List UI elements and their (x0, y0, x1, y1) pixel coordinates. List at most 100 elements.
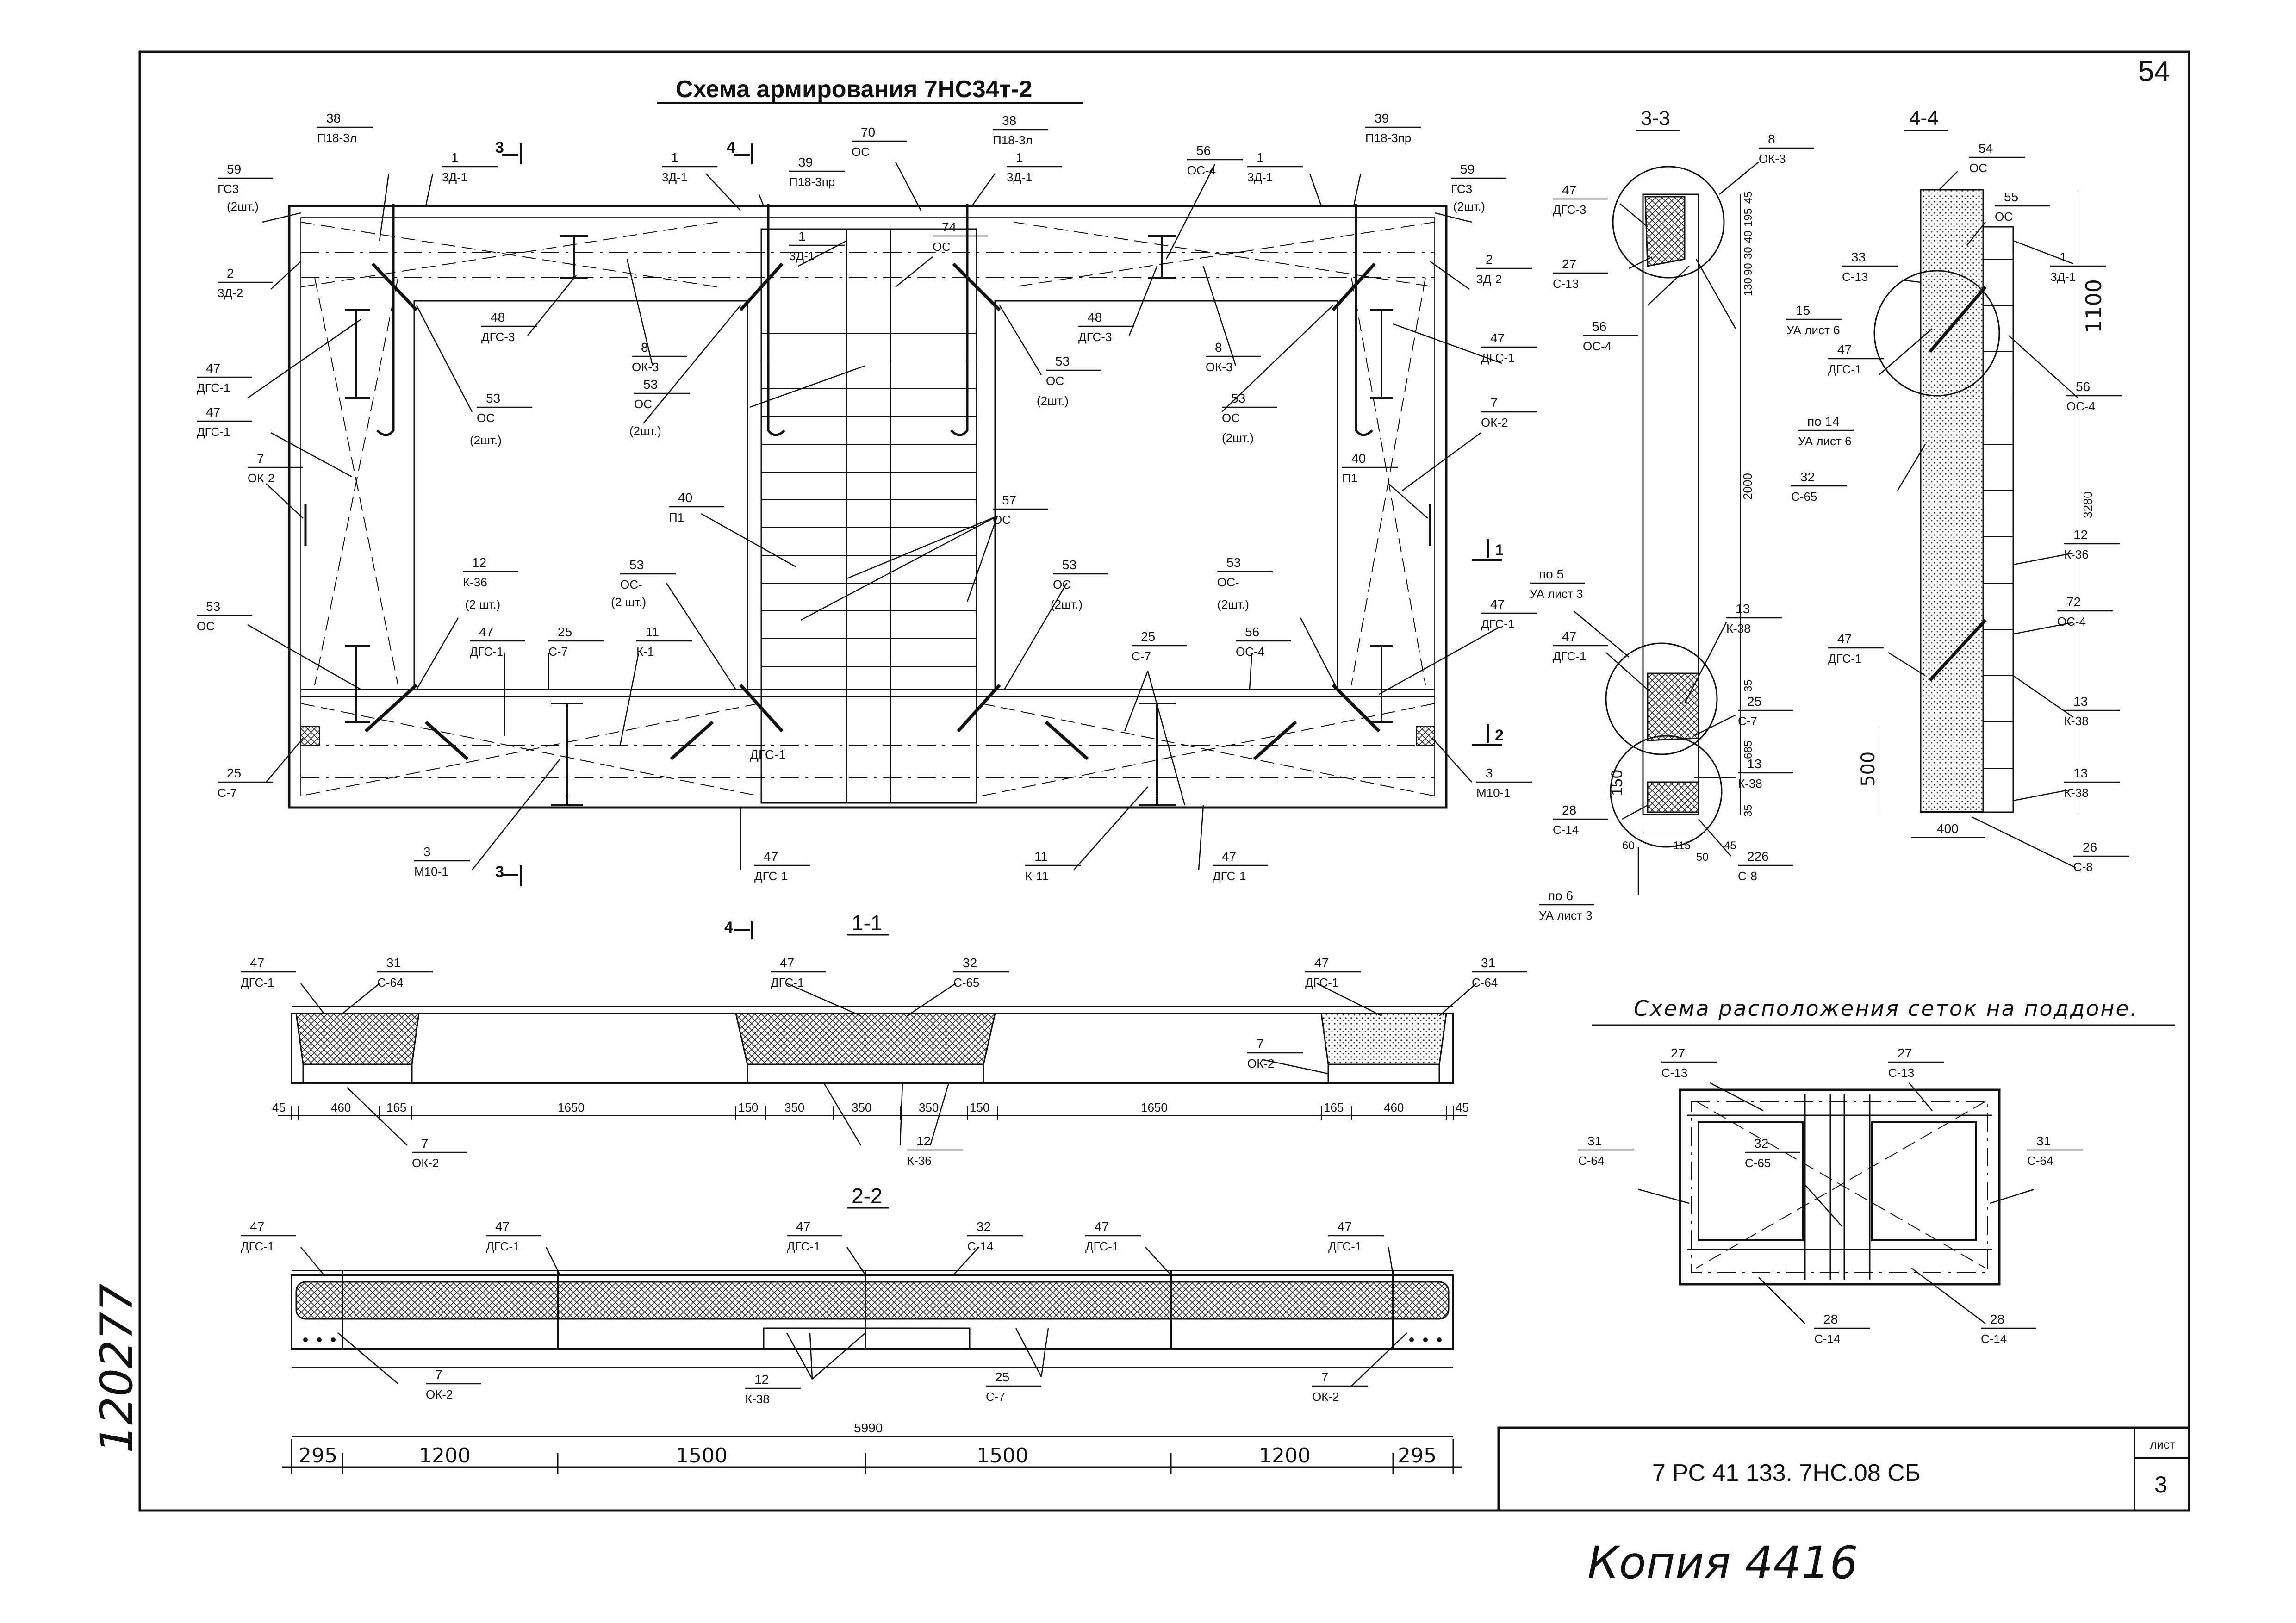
callout-code: П1 (669, 510, 684, 524)
dim-1-1: 165 (386, 1101, 406, 1114)
callout-code: 3Д-2 (1476, 272, 1502, 286)
callout-7: 7ОК-2 (1481, 396, 1537, 429)
callout-28: 28С-14 (1981, 1312, 2036, 1346)
dim-1-1: 460 (331, 1101, 351, 1114)
callout-2: 23Д-2 (218, 266, 273, 300)
callout-code: ДГС-1 (197, 425, 230, 439)
callout-number: по 14 (1807, 414, 1840, 429)
callout-code: ОС-4 (1187, 163, 1216, 177)
callout-number: 59 (227, 162, 241, 176)
section-mark-1-right: 1 (1495, 541, 1504, 559)
callout-code: С-14 (1814, 1332, 1840, 1346)
callout-code: К-38 (2064, 786, 2089, 800)
callout-code: С-64 (377, 976, 403, 989)
callout-number: 7 (257, 451, 264, 466)
section-mark-3-bottom: 3 (495, 863, 504, 881)
callout-32: 32С-14 (967, 1219, 1023, 1253)
callout-code: ОС (1995, 210, 2013, 224)
callout-code: ОС (993, 513, 1011, 527)
callout-number: 40 (1351, 451, 1366, 466)
qty-note: (2шт.) (629, 424, 661, 438)
callout-code: ОС (1046, 374, 1064, 388)
section-title-3-3: 3-3 (1641, 107, 1670, 130)
callout-code: ДГС-1 (1553, 649, 1586, 663)
callout-1: 13Д-1 (2050, 250, 2106, 284)
callout-number: 25 (1747, 694, 1761, 709)
vdim-3-3: 130 (1742, 278, 1755, 296)
dim-150: 150 (1608, 770, 1626, 796)
callout-number: 25 (995, 1370, 1009, 1384)
qty-note: (2 шт.) (611, 595, 646, 609)
callout-number: 47 (1562, 629, 1576, 644)
section-1-1: 1-1 45 460 165 1650 (272, 911, 1469, 1120)
qty-note: (2шт.) (1217, 597, 1249, 611)
sheet-frame (138, 50, 2190, 1512)
callout-number: по 5 (1539, 567, 1564, 581)
callout-leaders (247, 162, 2078, 1387)
callout-code: ОС (197, 619, 215, 633)
callout-number: 31 (2036, 1134, 2051, 1148)
callout-code: 3Д-1 (2050, 270, 2076, 284)
callout-number: 47 (250, 1219, 264, 1234)
vdim-4-4: 3280 (2081, 491, 2095, 518)
callout-number: 38 (1002, 113, 1016, 128)
callout-number: 13 (2073, 694, 2088, 709)
callout-code: ДГС-3 (481, 330, 515, 344)
callout-number: 3 (423, 845, 431, 859)
vdim-3-3: 40 (1742, 230, 1755, 243)
callout-code: М10-1 (414, 864, 448, 878)
callout-number: 56 (1592, 319, 1606, 334)
callout-code: ДГС-1 (1481, 351, 1514, 365)
callout-number: 27 (1562, 257, 1576, 271)
hdim-3-3: 115 (1673, 839, 1691, 852)
qty-note: (2шт.) (227, 199, 259, 213)
callout-code: ОК-2 (1312, 1390, 1339, 1404)
callout-number: 25 (1141, 629, 1155, 644)
callout-code: 3Д-1 (1247, 170, 1273, 184)
dim-1-1: 350 (784, 1101, 804, 1114)
callout-code: 3Д-1 (789, 249, 815, 263)
callout-28: 28С-14 (1814, 1312, 1870, 1346)
callout-code: 3Д-1 (1007, 170, 1032, 184)
callout-code: ОК-3 (1759, 152, 1786, 166)
callout-code: УА лист 3 (1530, 587, 1583, 601)
callout-code: ОК-3 (632, 360, 659, 374)
main-title: Схема армирования 7НС34т-2 (676, 76, 1032, 103)
sheet-number: 54 (2138, 56, 2170, 87)
callout-code: С-64 (2027, 1154, 2053, 1168)
callout-number: 27 (1898, 1046, 1912, 1060)
callout-code: ОС- (1217, 575, 1239, 589)
callout-code: С-13 (1888, 1066, 1914, 1080)
dim-2-2: 1200 (1259, 1444, 1311, 1468)
callout-code: К-36 (907, 1154, 932, 1168)
dim-1-1: 45 (272, 1101, 286, 1114)
callout-по 6: по 6УА лист 3 (1539, 889, 1594, 922)
callout-1: 13Д-1 (1007, 150, 1062, 184)
callout-number: 32 (977, 1219, 991, 1234)
callout-11: 11К-11 (1025, 849, 1081, 883)
section-title-2-2: 2-2 (852, 1184, 882, 1208)
callout-number: 1 (1257, 150, 1264, 165)
vdim-3-3: 45 (1742, 191, 1755, 204)
callout-number: 74 (942, 220, 956, 234)
callout-code: С-13 (1553, 277, 1579, 291)
callout-code: ОС-4 (2057, 615, 2086, 628)
callout-code: К-38 (2064, 714, 2089, 728)
callout-7: 7ОК-2 (412, 1136, 467, 1170)
callout-1: 13Д-1 (442, 150, 498, 184)
